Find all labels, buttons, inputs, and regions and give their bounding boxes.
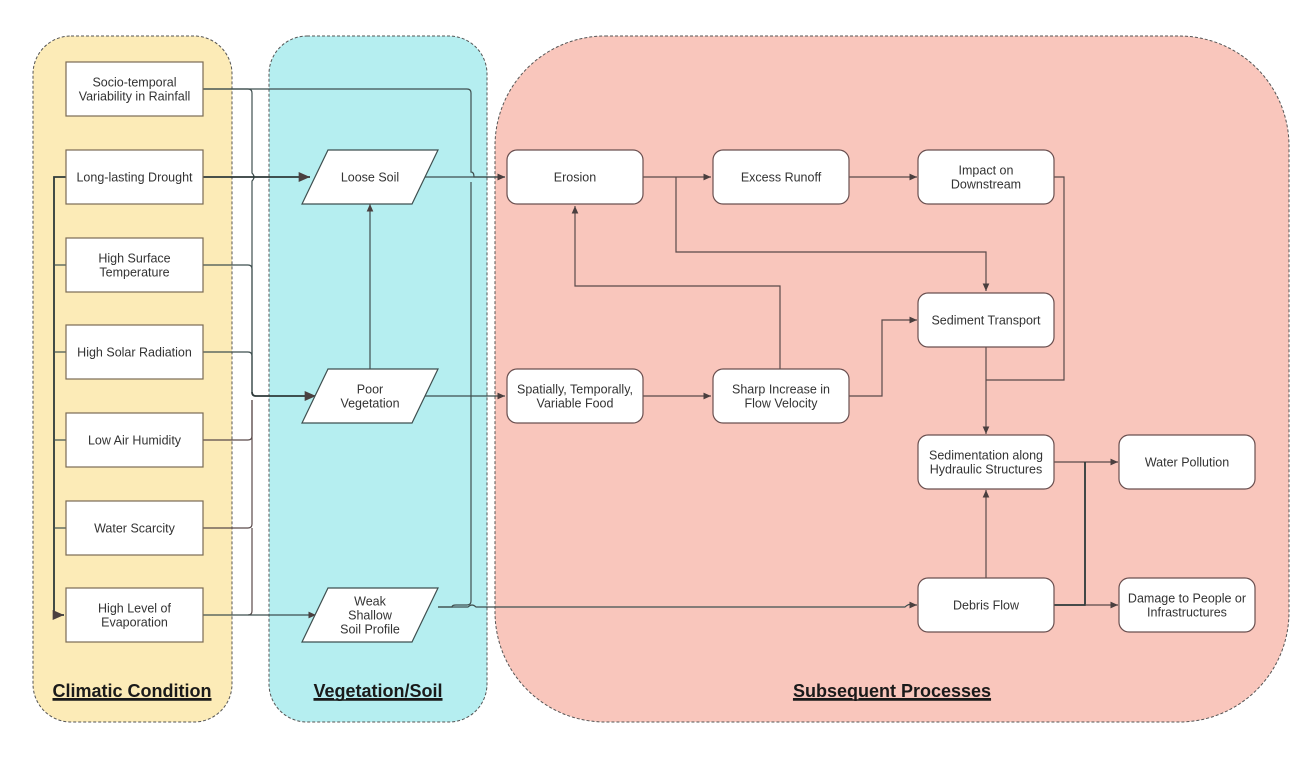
poor-vegetation-label-line: Vegetation [340,397,399,411]
sedimentation-shape [917,434,1055,490]
edge-flow-velocity-to-erosion [571,206,781,369]
weak-soil-label-line: Soil Profile [340,623,400,637]
spatial-food-shape [506,368,644,424]
impact-downstream-shape [917,149,1055,205]
evaporation-label-line: High Level of [98,602,171,616]
edge-drought-to-evaporation [52,176,66,621]
group-climatic-title: Climatic Condition [53,681,212,701]
node-spatially-temporally-variable-food[interactable]: Spatially, Temporally,Variable Food [506,368,644,424]
rainfall-label-line: Socio-temporal [92,76,176,90]
evaporation-label-line: Evaporation [101,616,168,630]
water-pollution-shape [1118,434,1256,490]
damage-shape [1118,577,1256,633]
spatial-food-label-line: Variable Food [537,397,614,411]
spatial-food-label-line: Spatially, Temporally, [517,383,633,397]
node-erosion[interactable]: Erosion [506,149,644,205]
weak-soil-label-line: Shallow [348,609,393,623]
erosion-label-line: Erosion [554,171,596,185]
weak-soil-label-line: Weak [354,595,386,609]
surface-temp-label-line: High Surface [98,252,170,266]
edge-rainfall-to-erosion [203,88,505,181]
debris-flow-label-line: Debris Flow [953,599,1020,613]
node-long-lasting-drought[interactable]: Long-lasting Drought [65,149,204,205]
water-scarcity-label-line: Water Scarcity [94,522,176,536]
loose-soil-label-line: Loose Soil [341,171,399,185]
solar-shape [65,324,204,380]
edge-scarcity-bus [203,400,253,529]
edge-bus-to-poor-vegetation [251,390,316,402]
weak-soil-shape [301,587,439,643]
node-water-scarcity[interactable]: Water Scarcity [65,500,204,556]
node-low-air-humidity[interactable]: Low Air Humidity [65,412,204,468]
group-subsequent-title: Subsequent Processes [793,681,991,701]
poor-vegetation-shape [301,368,439,424]
humidity-label-line: Low Air Humidity [88,434,182,448]
edge-weak-soil-to-debris-flow [438,601,917,609]
rainfall-label-line: Variability in Rainfall [79,90,191,104]
damage-label-line: Damage to People or [1128,592,1246,606]
sediment-transport-shape [917,292,1055,348]
excess-runoff-label-line: Excess Runoff [741,171,822,185]
drought-shape [65,149,204,205]
node-loose-soil[interactable]: Loose Soil [301,149,439,205]
node-debris-flow[interactable]: Debris Flow [917,577,1055,633]
edge-surface-temp-bus [203,264,253,392]
solar-label-line: High Solar Radiation [77,346,192,360]
surface-temp-label-line: Temperature [99,266,169,280]
node-sediment-transport[interactable]: Sediment Transport [917,292,1055,348]
poor-vegetation-label-line: Poor [357,383,383,397]
excess-runoff-shape [712,149,850,205]
humidity-shape [65,412,204,468]
group-subsequent-processes: Subsequent Processes [494,35,1290,723]
sedimentation-label-line: Hydraulic Structures [930,463,1043,477]
water-scarcity-shape [65,500,204,556]
node-water-pollution[interactable]: Water Pollution [1118,434,1256,490]
flow-velocity-label-line: Sharp Increase in [732,383,830,397]
sediment-transport-label-line: Sediment Transport [931,314,1041,328]
evaporation-shape [65,587,204,643]
edge-impact-to-sedimentation [986,176,1065,381]
damage-label-line: Infrastructures [1147,606,1227,620]
loose-soil-shape [301,149,439,205]
connectors [52,88,1118,621]
flow-velocity-label-line: Flow Velocity [745,397,819,411]
erosion-shape [506,149,644,205]
water-pollution-label-line: Water Pollution [1145,456,1229,470]
edge-erosion-to-sediment-transport [675,177,990,291]
drought-label-line: Long-lasting Drought [76,171,193,185]
node-high-solar-radiation[interactable]: High Solar Radiation [65,324,204,380]
impact-downstream-label-line: Downstream [951,178,1021,192]
edge-rainfall-bus [203,88,255,392]
flow-velocity-shape [712,368,850,424]
edge-solar-bus [203,351,253,392]
surface-temp-shape [65,237,204,293]
edge-bus-lower [247,528,253,616]
debris-flow-shape [917,577,1055,633]
node-excess-runoff[interactable]: Excess Runoff [712,149,850,205]
rainfall-shape [65,61,204,117]
group-vegetation-title: Vegetation/Soil [313,681,442,701]
impact-downstream-label-line: Impact on [959,164,1014,178]
group-subsequent-background [494,35,1290,723]
sedimentation-label-line: Sedimentation along [929,449,1043,463]
edge-flow-velocity-to-sediment-transport [849,316,917,397]
edge-trunk-down [438,182,472,608]
